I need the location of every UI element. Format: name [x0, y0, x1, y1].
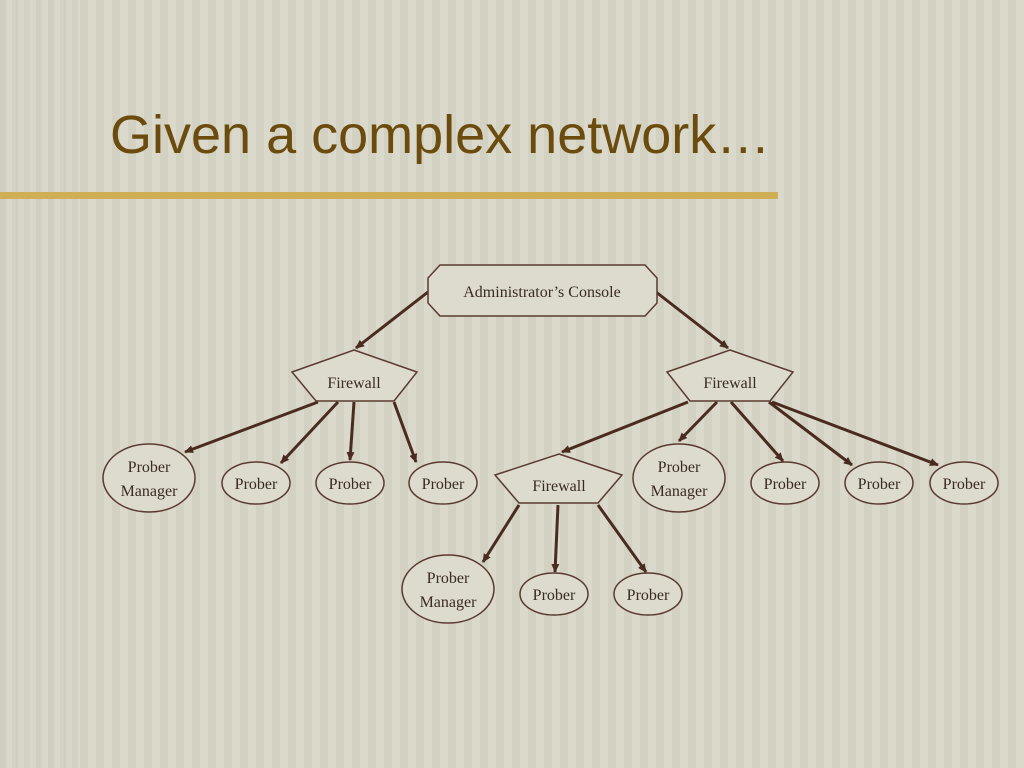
prober-left-2-node: Prober — [315, 461, 385, 505]
prober-manager-sub-line2: Manager — [420, 594, 478, 611]
prober-manager-left-node: Prober Manager — [102, 443, 196, 513]
prober-right-3-label: Prober — [943, 476, 986, 493]
prober-right-1-label: Prober — [764, 476, 807, 493]
edge-firewall-left-to-prober-manager — [184, 400, 319, 454]
firewall-sub-label: Firewall — [532, 478, 586, 495]
prober-left-2-label: Prober — [329, 476, 372, 493]
prober-left-1-node: Prober — [221, 461, 291, 505]
edge-firewall-left-to-prober-1 — [279, 400, 340, 465]
prober-right-2-label: Prober — [858, 476, 901, 493]
edge-firewall-right-to-prober-3 — [771, 400, 939, 467]
prober-right-3-node: Prober — [929, 461, 999, 505]
administrators-console-label: Administrator’s Console — [463, 284, 620, 301]
background-stripe-band — [0, 0, 78, 768]
title-underline — [0, 192, 778, 199]
edge-firewall-left-to-prober-3 — [392, 401, 418, 463]
edge-console-to-firewall-right — [655, 290, 729, 350]
edge-firewall-sub-to-prober-1 — [551, 504, 560, 573]
firewall-right-node: Firewall — [665, 349, 795, 402]
edge-firewall-sub-to-prober-2 — [596, 504, 648, 573]
prober-left-3-node: Prober — [408, 461, 478, 505]
prober-right-1-node: Prober — [750, 461, 820, 505]
edge-firewall-right-to-prober-1 — [729, 401, 785, 462]
edge-firewall-left-to-prober-2 — [346, 401, 356, 461]
prober-manager-left-line1: Prober — [128, 459, 171, 476]
prober-manager-sub-node: Prober Manager — [401, 554, 495, 624]
prober-manager-sub-line1: Prober — [427, 570, 470, 587]
edge-firewall-right-to-firewall-sub — [561, 400, 689, 454]
prober-sub-1-label: Prober — [533, 587, 576, 604]
firewall-left-label: Firewall — [327, 375, 381, 392]
prober-left-3-label: Prober — [422, 476, 465, 493]
prober-right-2-node: Prober — [844, 461, 914, 505]
edge-console-to-firewall-left — [355, 290, 429, 350]
slide-title: Given a complex network… — [110, 105, 771, 165]
edges — [184, 290, 939, 573]
prober-sub-2-node: Prober — [613, 572, 683, 616]
prober-manager-left-line2: Manager — [121, 483, 179, 500]
prober-left-1-label: Prober — [235, 476, 278, 493]
edge-firewall-sub-to-prober-manager — [481, 504, 521, 563]
edge-firewall-right-to-prober-manager — [677, 400, 719, 443]
firewall-left-node: Firewall — [290, 349, 419, 402]
prober-manager-right-line2: Manager — [651, 483, 709, 500]
prober-manager-right-node: Prober Manager — [632, 443, 726, 513]
firewall-right-label: Firewall — [703, 375, 757, 392]
prober-sub-1-node: Prober — [519, 572, 589, 616]
administrators-console-node: Administrator’s Console — [427, 264, 658, 317]
firewall-sub-node: Firewall — [493, 453, 624, 504]
prober-sub-2-label: Prober — [627, 587, 670, 604]
edge-firewall-right-to-prober-2 — [768, 400, 853, 467]
prober-manager-right-line1: Prober — [658, 459, 701, 476]
